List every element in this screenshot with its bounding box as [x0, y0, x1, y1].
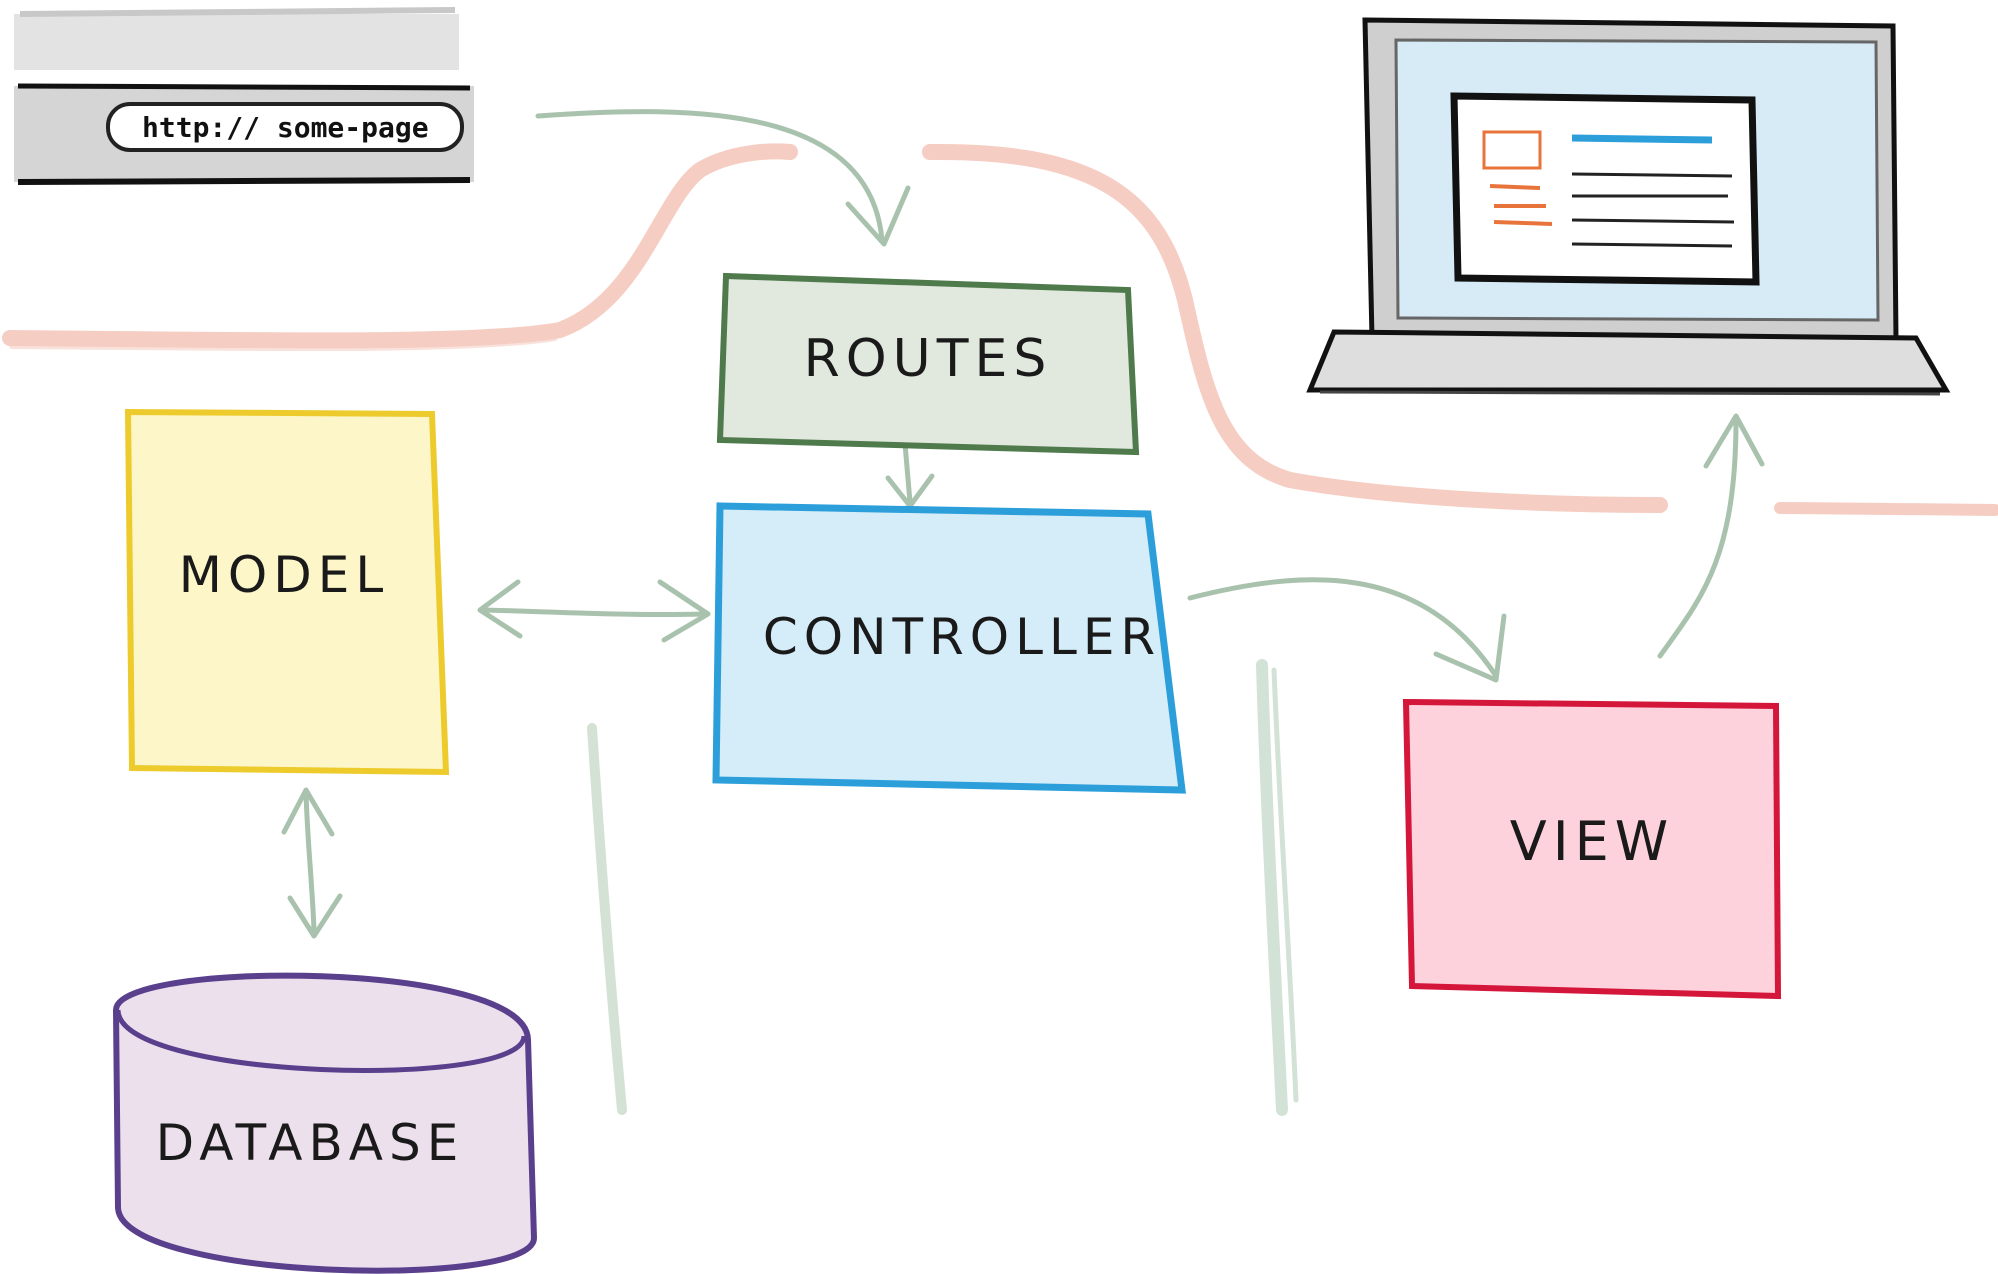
request-path-lines: [2, 143, 1998, 516]
routes-node[interactable]: ROUTES: [716, 272, 1140, 456]
database-label: DATABASE: [156, 1114, 465, 1172]
database-node[interactable]: DATABASE: [112, 972, 538, 1274]
database-rim: [115, 1009, 527, 1073]
arrow-model-database: [281, 787, 343, 939]
routes-label: ROUTES: [804, 329, 1053, 389]
controller-box: [712, 502, 1186, 794]
arrow-model-controller: [477, 579, 711, 643]
model-node[interactable]: MODEL: [124, 408, 450, 776]
database-cylinder: [112, 972, 538, 1274]
arrow-routes-to-controller: [885, 441, 935, 509]
view-node[interactable]: VIEW: [1402, 698, 1782, 1000]
browser-bar: http:// some-page: [14, 7, 474, 185]
model-label: MODEL: [179, 546, 389, 604]
screen-window: [1450, 92, 1760, 286]
controller-node[interactable]: CONTROLLER: [712, 502, 1186, 794]
view-label: VIEW: [1510, 810, 1674, 873]
arrow-view-to-laptop: [1657, 413, 1765, 659]
model-box: [124, 408, 450, 776]
arrows: [281, 109, 1765, 939]
screen-image-icon: [1482, 130, 1542, 170]
view-box: [1402, 698, 1782, 1000]
routes-box: [716, 272, 1140, 456]
url-text: http:// some-page: [142, 111, 429, 144]
url-field[interactable]: [106, 102, 464, 152]
arrow-url-to-routes: [535, 109, 911, 247]
controller-label: CONTROLLER: [763, 608, 1161, 666]
laptop-icon: [1306, 17, 1951, 396]
laptop-base: [1306, 329, 1951, 393]
browser-bar-top: [14, 14, 459, 70]
guide-strokes: [587, 659, 1299, 1116]
arrow-controller-to-view: [1187, 577, 1507, 683]
